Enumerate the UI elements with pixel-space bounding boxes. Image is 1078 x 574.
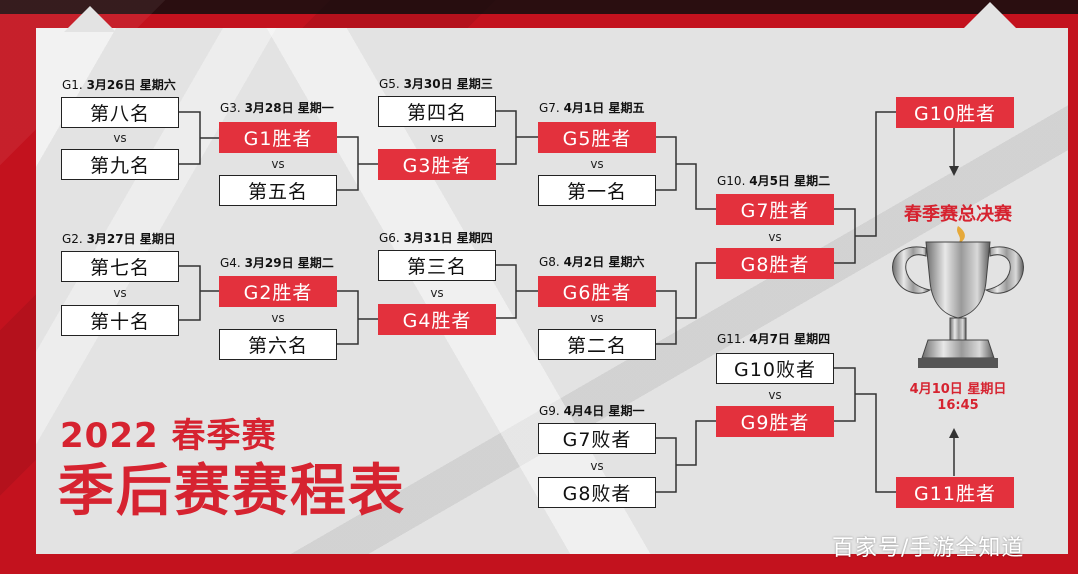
final-date: 4月10日 星期日 16:45 [880, 382, 1036, 414]
g8-team2: 第二名 [538, 329, 656, 360]
g10-label: G10. 4月5日 星期二 [717, 174, 831, 188]
g5-label: G5. 3月30日 星期三 [379, 77, 493, 91]
final-bottom-team: G11胜者 [896, 477, 1014, 508]
panel-tab-right [960, 2, 1020, 32]
g10-team1: G7胜者 [716, 194, 834, 225]
g9-label: G9. 4月4日 星期一 [539, 404, 645, 418]
season-title: 2022 春季赛 [60, 416, 277, 456]
arrow-down-icon [949, 128, 959, 176]
g1-vs: vs [113, 131, 127, 145]
g4-label: G4. 3月29日 星期二 [220, 256, 334, 270]
g9-team2: G8败者 [538, 477, 656, 508]
final-title: 春季赛总决赛 [904, 204, 1012, 225]
final-date-time: 16:45 [937, 398, 979, 413]
g9-vs: vs [590, 459, 604, 473]
watermark: 百家号/手游全知道 [832, 536, 1025, 561]
g3-team1: G1胜者 [219, 122, 337, 153]
schedule-title: 季后赛赛程表 [58, 459, 406, 524]
g4-team2: 第六名 [219, 329, 337, 360]
g5-team1: 第四名 [378, 96, 496, 127]
g1-team1: 第八名 [61, 97, 179, 128]
g2-team1: 第七名 [61, 251, 179, 282]
g5-vs: vs [430, 131, 444, 145]
g9-team1: G7败者 [538, 423, 656, 454]
g6-team2: G4胜者 [378, 304, 496, 335]
g7-team2: 第一名 [538, 175, 656, 206]
g6-vs: vs [430, 286, 444, 300]
g11-label: G11. 4月7日 星期四 [717, 332, 831, 346]
g7-label: G7. 4月1日 星期五 [539, 101, 645, 115]
final-top-team: G10胜者 [896, 97, 1014, 128]
g3-vs: vs [271, 157, 285, 171]
g7-team1: G5胜者 [538, 122, 656, 153]
g4-team1: G2胜者 [219, 276, 337, 307]
g7-vs: vs [590, 157, 604, 171]
g2-team2: 第十名 [61, 305, 179, 336]
g8-team1: G6胜者 [538, 276, 656, 307]
g11-team2: G9胜者 [716, 406, 834, 437]
g1-team2: 第九名 [61, 149, 179, 180]
g10-vs: vs [768, 230, 782, 244]
arrow-up-icon [949, 428, 959, 476]
g4-vs: vs [271, 311, 285, 325]
g3-team2: 第五名 [219, 175, 337, 206]
g3-label: G3. 3月28日 星期一 [220, 101, 334, 115]
g8-label: G8. 4月2日 星期六 [539, 255, 645, 269]
g6-team1: 第三名 [378, 250, 496, 281]
trophy-icon [892, 226, 1024, 368]
g6-label: G6. 3月31日 星期四 [379, 231, 493, 245]
g2-label: G2. 3月27日 星期日 [62, 232, 176, 246]
g10-team2: G8胜者 [716, 248, 834, 279]
g11-vs: vs [768, 388, 782, 402]
g1-label: G1. 3月26日 星期六 [62, 78, 176, 92]
g2-vs: vs [113, 286, 127, 300]
g5-team2: G3胜者 [378, 149, 496, 180]
panel-tab-left [64, 6, 116, 32]
g11-team1: G10败者 [716, 353, 834, 384]
final-date-day: 4月10日 星期日 [909, 382, 1007, 397]
g8-vs: vs [590, 311, 604, 325]
